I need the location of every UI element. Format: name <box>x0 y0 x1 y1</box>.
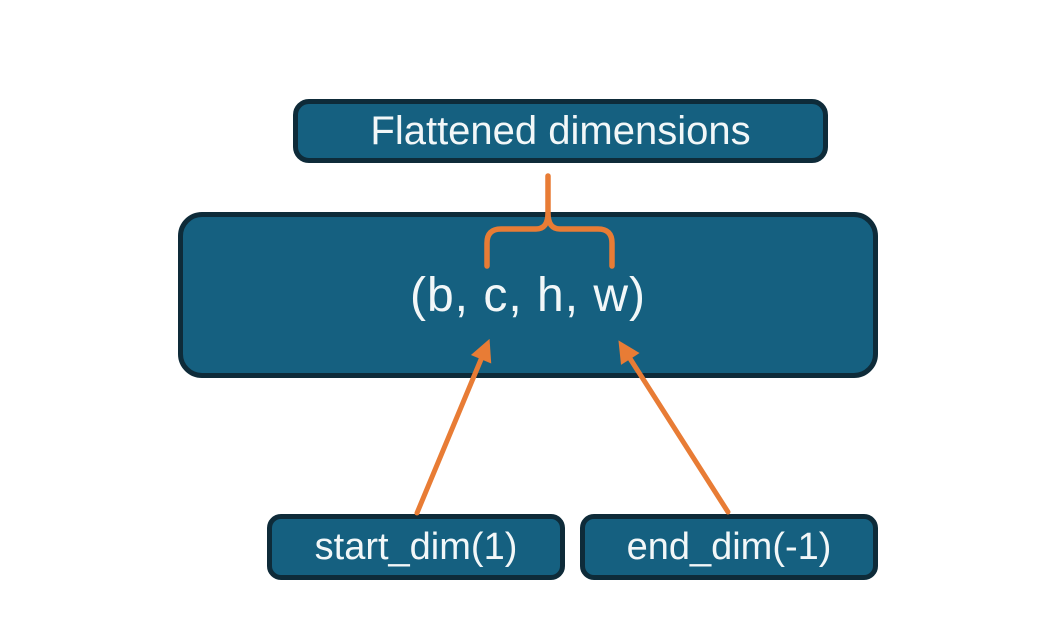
node-start-dim: start_dim(1) <box>267 514 565 580</box>
node-flattened-dimensions-label: Flattened dimensions <box>370 108 751 153</box>
node-start-dim-label: start_dim(1) <box>314 525 518 568</box>
node-end-dim: end_dim(-1) <box>580 514 878 580</box>
node-tensor-shape: (b, c, h, w) <box>178 212 878 378</box>
node-flattened-dimensions: Flattened dimensions <box>293 99 828 163</box>
node-end-dim-label: end_dim(-1) <box>626 525 832 568</box>
node-tensor-shape-label: (b, c, h, w) <box>409 268 647 322</box>
